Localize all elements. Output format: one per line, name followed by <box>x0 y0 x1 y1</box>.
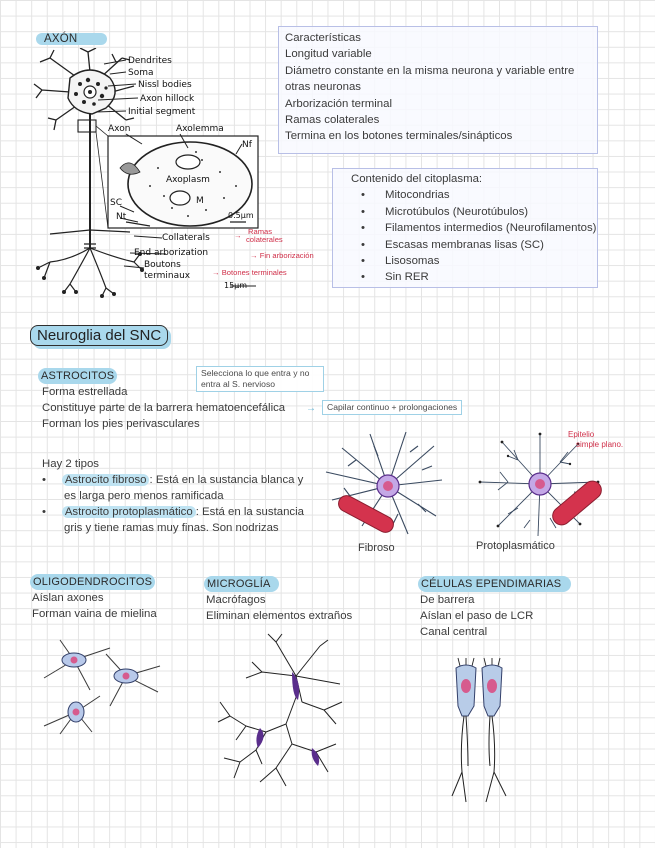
botones-annotation: → Botones terminales <box>212 268 287 277</box>
types-title: Hay 2 tipos <box>42 458 99 470</box>
microglia-line: Eliminan elementos extraños <box>206 610 353 622</box>
characteristics-title: Características <box>285 32 361 44</box>
label-axolemma: Axolemma <box>176 124 224 134</box>
axon-title: AXÓN <box>36 33 108 45</box>
cytoplasm-title: Contenido del citoplasma: <box>351 173 483 185</box>
characteristics-line: Termina en los botones terminales/sinápt… <box>285 130 513 143</box>
characteristics-line: Ramas colaterales <box>285 114 380 127</box>
label-scale-large: 15μm <box>224 281 248 290</box>
microglia-drawing <box>217 633 343 787</box>
label-scale-small: 0.5μm <box>228 211 254 220</box>
label-m: M <box>196 196 204 206</box>
fibrous-astrocyte-drawing <box>325 431 443 535</box>
characteristics-line: Longitud variable <box>285 48 372 61</box>
label-sc: SC <box>110 198 122 208</box>
label-terminaux: terminaux <box>144 271 191 281</box>
neuron-diagram <box>33 48 259 298</box>
label-nissl: Nissl bodies <box>138 80 192 90</box>
cytoplasm-item: Mitocondrias <box>343 187 597 204</box>
ependymal-cell-drawing <box>451 657 507 803</box>
label-axoplasm: Axoplasm <box>166 175 210 185</box>
astrocitos-line: Forman los pies perivasculares <box>42 418 200 430</box>
neuroglia-title: Neuroglia del SNC <box>30 325 169 346</box>
label-nt: Nt <box>116 212 127 222</box>
ependimarias-line: De barrera <box>420 594 475 606</box>
type-protoplasmatico: • Astrocito protoplasmático: Está en la … <box>42 506 304 518</box>
ramas-annotation: Ramas colaterales → <box>234 227 283 244</box>
label-hillock: Axon hillock <box>140 94 195 104</box>
label-protoplasmatico: Protoplasmático <box>476 540 555 552</box>
characteristics-box: Características Longitud variable Diámet… <box>278 26 598 154</box>
oligo-heading: OLIGODENDROCITOS <box>30 574 156 591</box>
arrow-icon: → <box>306 403 316 414</box>
type-fibroso: • Astrocito fibroso: Está en la sustanci… <box>42 474 304 486</box>
cytoplasm-item: Escasas membranas lisas (SC) <box>343 237 597 254</box>
oligo-line: Forman vaina de mielina <box>32 608 157 620</box>
microglia-heading: MICROGLÍA <box>204 576 279 593</box>
ependimarias-line: Canal central <box>420 626 488 638</box>
ependimarias-heading: CÉLULAS EPENDIMARIAS <box>418 576 572 593</box>
cytoplasm-item: Lisosomas <box>343 253 597 270</box>
cytoplasm-box: Contenido del citoplasma: Mitocondrias M… <box>332 168 598 288</box>
astrocitos-line: Constituye parte de la barrera hematoenc… <box>42 402 286 414</box>
ependimarias-line: Aíslan el paso de LCR <box>420 610 534 622</box>
oligo-line: Aíslan axones <box>32 592 104 604</box>
fin-arborizacion-annotation: → Fin arborización <box>250 251 314 260</box>
label-axon: Axon <box>108 124 131 134</box>
characteristics-line: otras neuronas <box>285 81 361 94</box>
cytoplasm-list: Mitocondrias Microtúbulos (Neurotúbulos)… <box>343 187 597 286</box>
label-initial: Initial segment <box>128 107 196 117</box>
epitelio-annotation: Epitelio simple plano. <box>568 430 624 449</box>
cytoplasm-item: Filamentos intermedios (Neurofilamentos) <box>343 220 597 237</box>
label-end-arborization: End arborization <box>134 248 209 258</box>
callout-box: Selecciona lo que entra y no entra al S.… <box>196 366 324 392</box>
label-fibroso: Fibroso <box>358 542 395 554</box>
type-protoplasmatico-cont: gris y tiene ramas muy finas. Son nodriz… <box>64 522 279 534</box>
label-dendrites: Dendrites <box>128 56 172 66</box>
label-soma: Soma <box>128 68 154 78</box>
microglia-line: Macrófagos <box>206 594 266 606</box>
capillary-note: Capilar continuo + prolongaciones <box>322 400 463 415</box>
characteristics-line: Arborización terminal <box>285 97 392 110</box>
label-nf: Nf <box>242 140 252 150</box>
label-boutons: Boutons <box>144 260 181 270</box>
cytoplasm-item: Microtúbulos (Neurotúbulos) <box>343 204 597 221</box>
cytoplasm-item: Sin RER <box>343 269 597 286</box>
protoplasmic-astrocyte-drawing <box>478 432 602 537</box>
characteristics-line: Diámetro constante en la misma neurona y… <box>285 64 575 77</box>
oligodendrocyte-drawing <box>43 639 161 735</box>
type-fibroso-cont: es larga pero menos ramificada <box>64 490 224 502</box>
label-collaterals: Collaterals <box>162 233 210 243</box>
astrocitos-heading: ASTROCITOS <box>38 368 118 385</box>
astrocitos-line: Forma estrellada <box>42 386 128 398</box>
